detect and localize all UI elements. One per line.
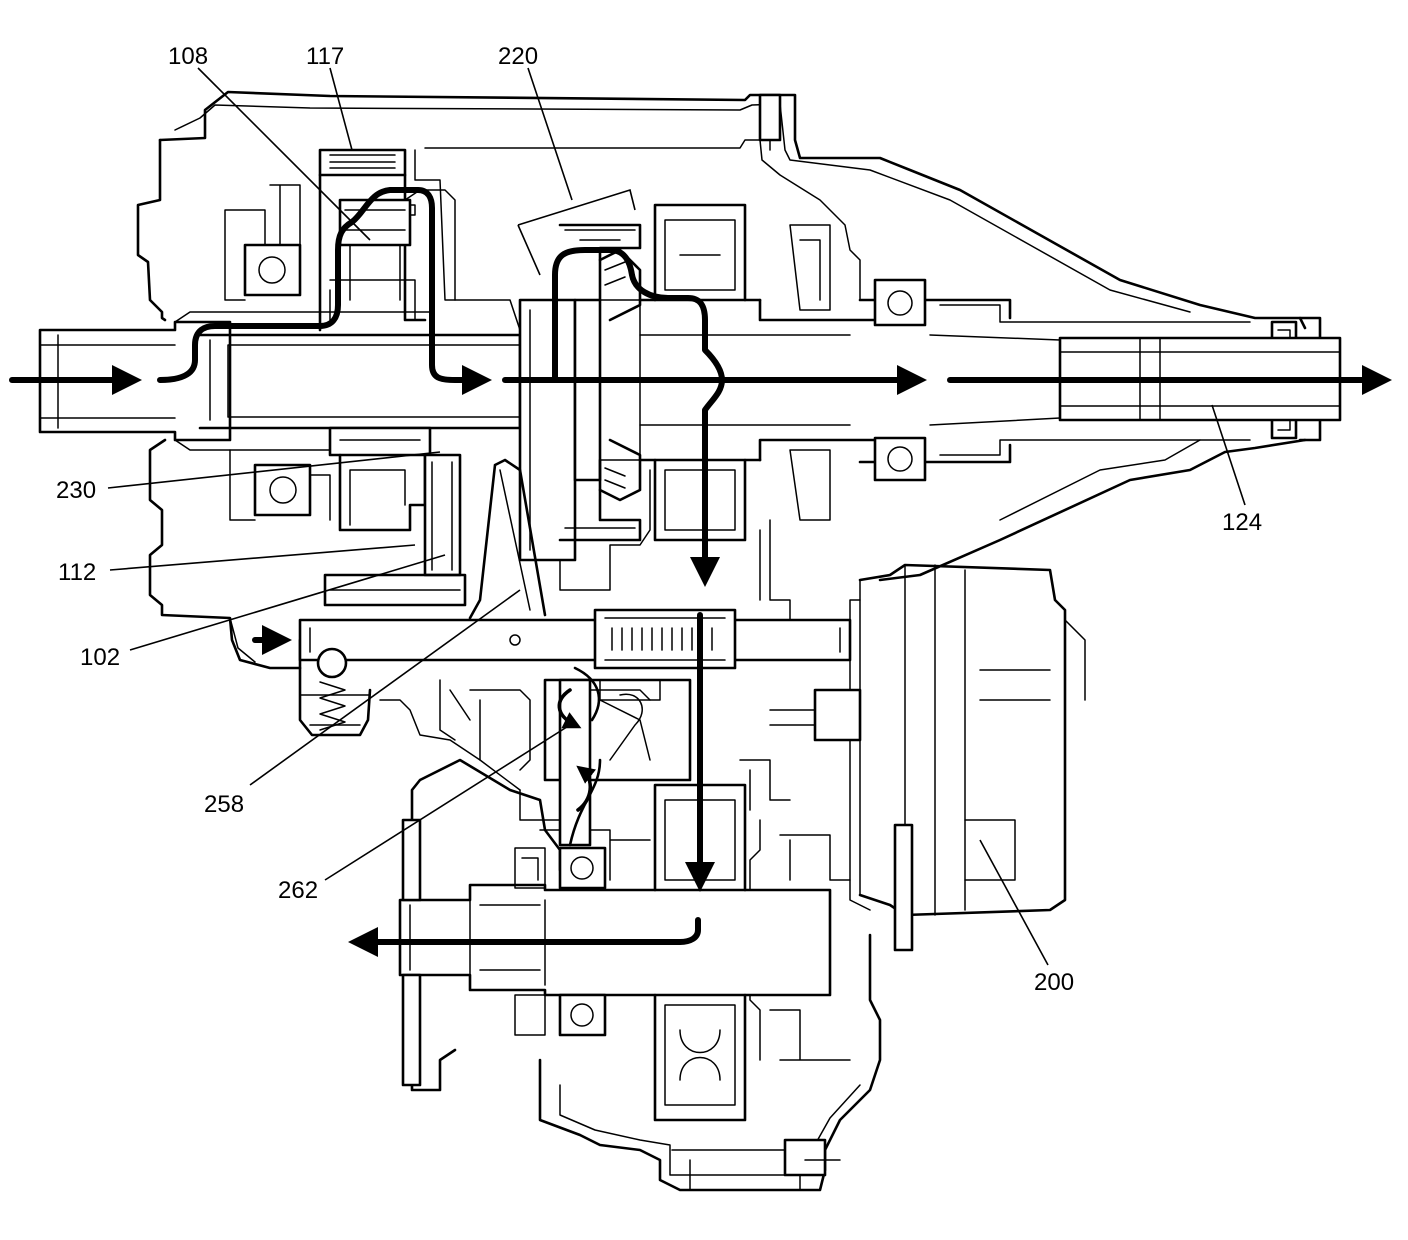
label-258: 258 [204, 791, 244, 818]
label-220: 220 [498, 43, 538, 70]
callout-labels: 108 117 220 230 112 102 258 262 124 200 [56, 43, 1262, 996]
cover-bolts [758, 93, 841, 1177]
input-bearing [224, 184, 302, 301]
label-108: 108 [168, 43, 208, 70]
driven-sprocket [653, 783, 747, 1122]
label-117: 117 [306, 43, 344, 70]
drive-sprocket-assembly [518, 223, 642, 562]
label-112: 112 [58, 559, 96, 586]
label-262: 262 [278, 877, 318, 904]
encoder-motor [769, 563, 1086, 952]
leader-lines [107, 67, 1246, 966]
planetary-gearset [318, 148, 467, 607]
power-flow-path [9, 187, 1392, 957]
clutch-sleeve [593, 608, 737, 670]
label-200: 200 [1034, 969, 1074, 996]
rear-output-bearings [759, 224, 927, 621]
front-output-bearings [401, 818, 607, 1087]
front-lower-bearing [229, 449, 331, 521]
label-102: 102 [80, 644, 120, 671]
rear-drive-sprocket [638, 203, 882, 542]
label-124: 124 [1222, 509, 1262, 536]
label-230: 230 [56, 477, 96, 504]
